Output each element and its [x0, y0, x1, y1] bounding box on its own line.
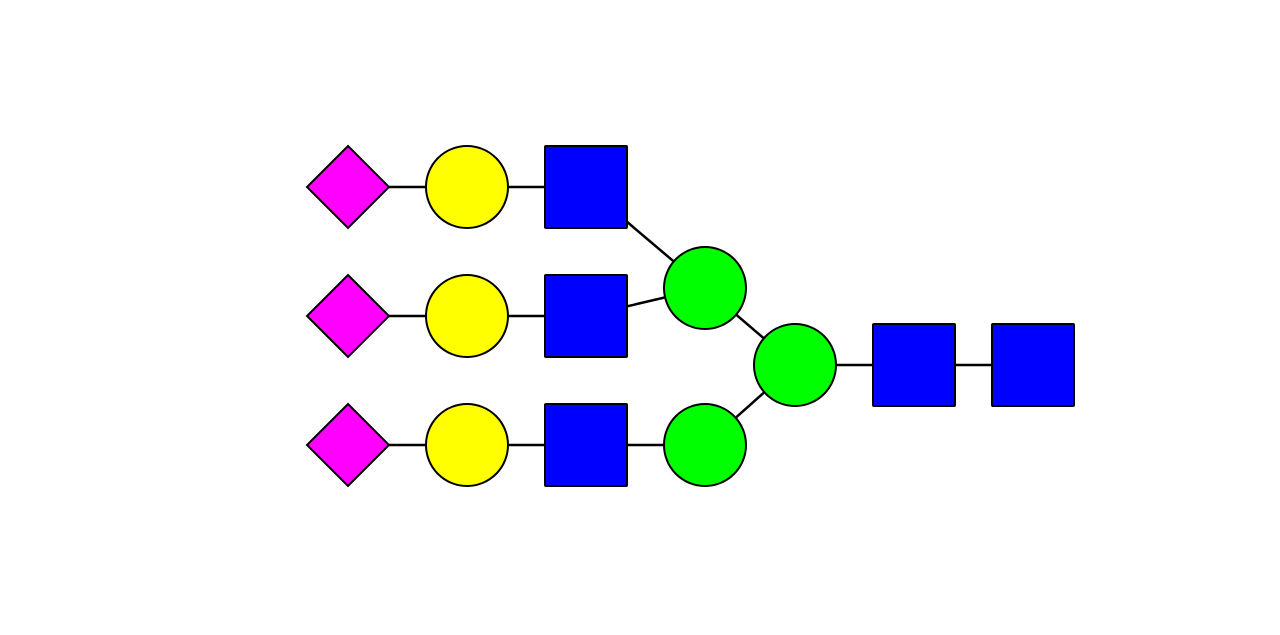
blue-square-node-gn-bot: [544, 403, 628, 487]
yellow-circle-node-gal-mid: [425, 274, 509, 358]
yellow-circle-node-gal-top: [425, 145, 509, 229]
nodes-layer: [305, 144, 1075, 488]
blue-square-node-gn-top: [544, 145, 628, 229]
green-circle-node-man-lower: [663, 403, 747, 487]
magenta-diamond-node-sia-top: [305, 144, 391, 230]
blue-square-node-gn-core: [872, 323, 956, 407]
blue-square-node-gn-mid: [544, 274, 628, 358]
magenta-diamond-node-sia-bot: [305, 402, 391, 488]
green-circle-node-man-core: [753, 323, 837, 407]
green-circle-node-man-upper: [663, 246, 747, 330]
magenta-diamond-node-sia-mid: [305, 273, 391, 359]
yellow-circle-node-gal-bot: [425, 403, 509, 487]
blue-square-node-gn-reducing: [991, 323, 1075, 407]
